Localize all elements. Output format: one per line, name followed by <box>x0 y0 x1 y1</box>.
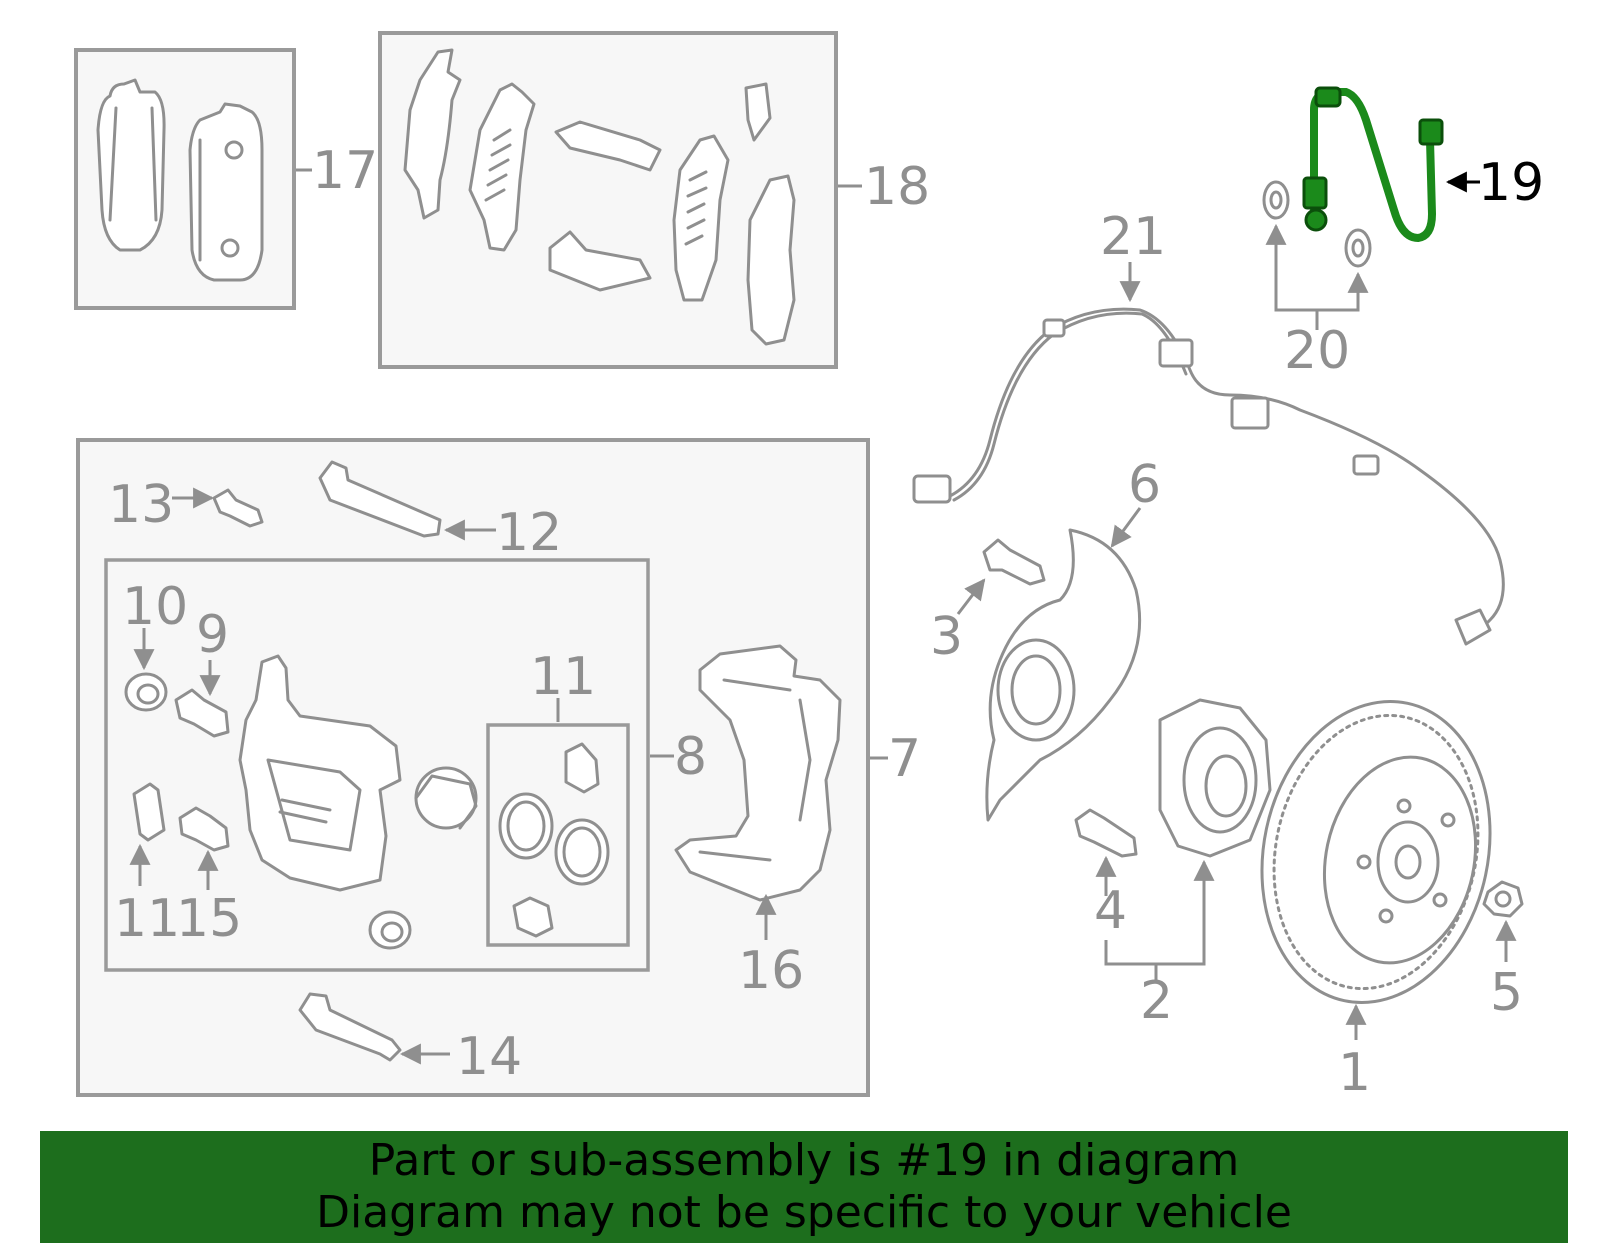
rotor-group: 1 5 <box>1260 700 1524 1103</box>
label-19: 19 <box>1478 153 1544 213</box>
hose-washers <box>1262 180 1372 330</box>
brake-hose-highlighted[interactable] <box>1302 86 1444 243</box>
label-13: 13 <box>108 475 174 535</box>
label-11a: 11 <box>114 889 180 949</box>
label-1: 1 <box>1338 1043 1371 1103</box>
label-8: 8 <box>674 727 707 787</box>
label-12: 12 <box>496 503 562 563</box>
label-10: 10 <box>122 577 188 637</box>
label-4: 4 <box>1094 881 1127 941</box>
label-15: 15 <box>176 889 242 949</box>
part-info-banner: Part or sub-assembly is #19 in diagram D… <box>40 1131 1568 1243</box>
label-14: 14 <box>456 1027 522 1087</box>
banner-line-1: Part or sub-assembly is #19 in diagram <box>368 1135 1240 1186</box>
abs-sensor-harness <box>912 262 1505 646</box>
pad-hardware-kit-group: 18 <box>378 31 930 369</box>
label-18: 18 <box>864 157 930 217</box>
label-20: 20 <box>1284 321 1350 381</box>
label-17: 17 <box>312 141 378 201</box>
label-16: 16 <box>738 941 804 1001</box>
label-2: 2 <box>1140 971 1173 1031</box>
brake-pad-set-group: 17 <box>74 48 378 310</box>
label-21: 21 <box>1100 207 1166 267</box>
hub-assembly-group: 4 2 <box>1074 698 1272 1031</box>
dust-shield-group: 6 3 <box>930 455 1161 822</box>
banner-line-2: Diagram may not be specific to your vehi… <box>316 1187 1292 1238</box>
label-9: 9 <box>196 605 229 665</box>
label-5: 5 <box>1490 963 1523 1023</box>
caliper-assembly-group: 7 8 13 12 14 10 9 11 15 <box>76 438 921 1097</box>
label-6: 6 <box>1128 455 1161 515</box>
label-11b: 11 <box>530 647 596 707</box>
label-7: 7 <box>888 729 921 789</box>
label-3: 3 <box>930 607 963 667</box>
